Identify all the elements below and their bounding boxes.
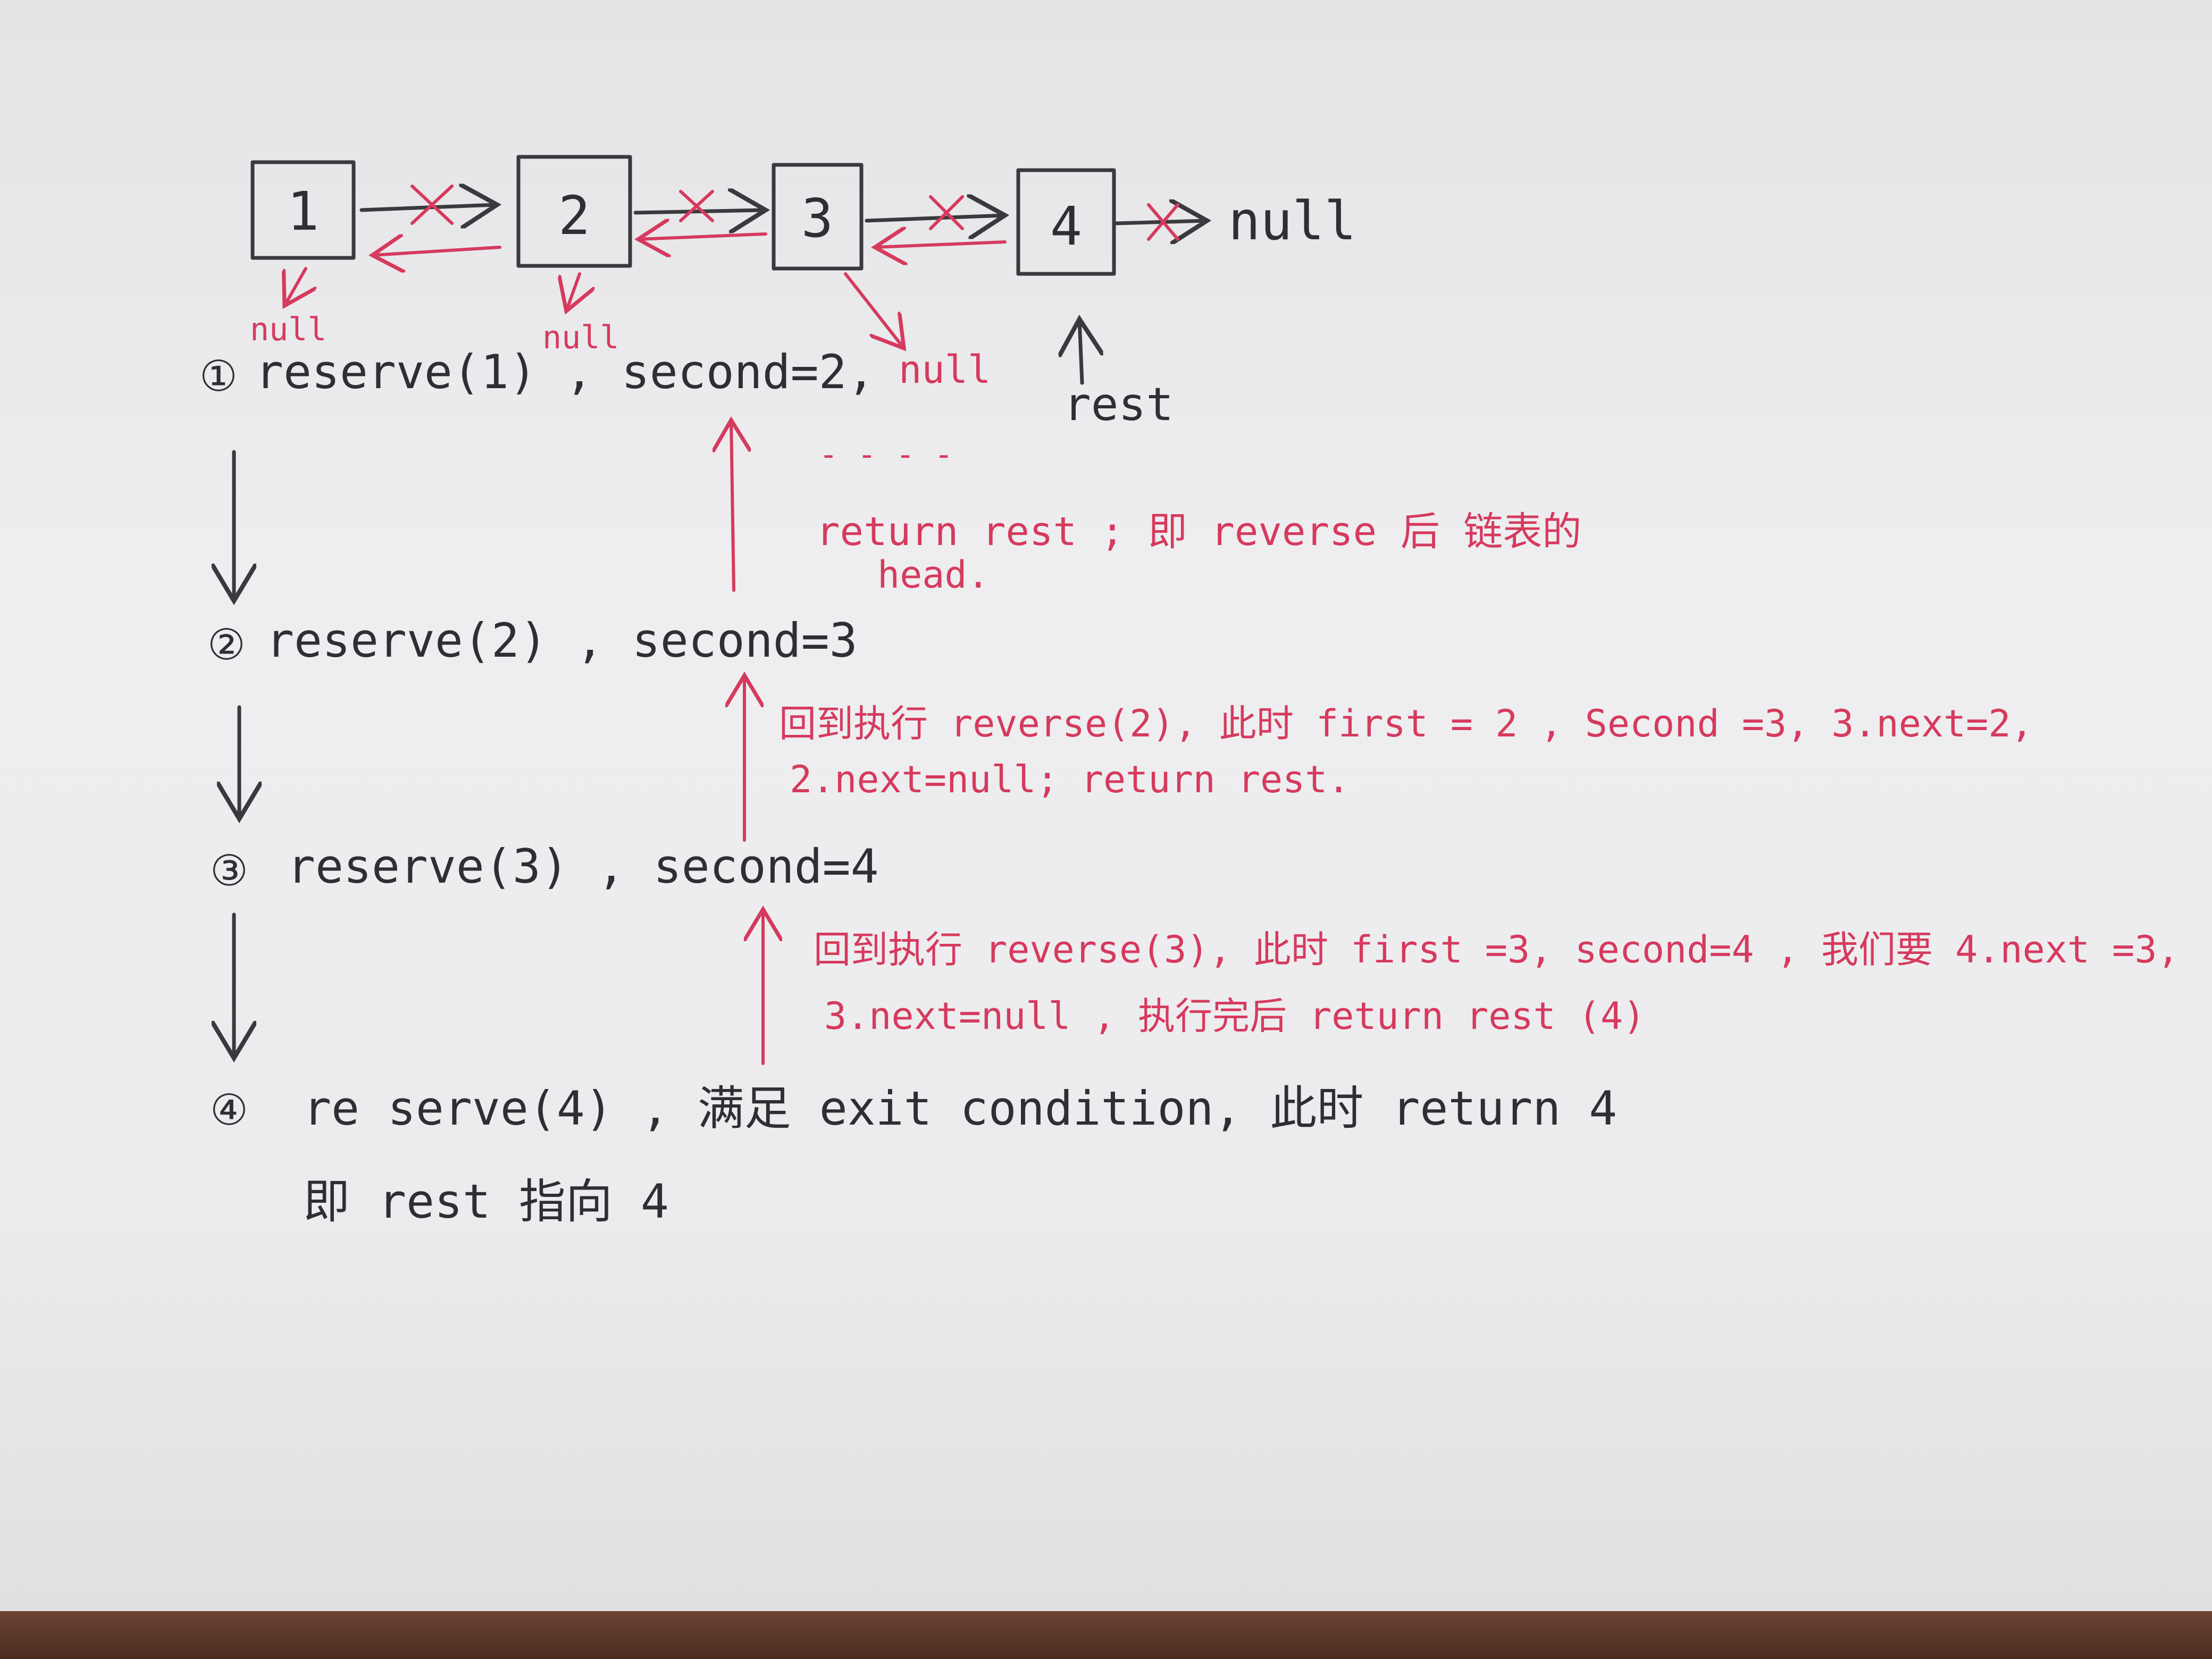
return-arrow-to-step-1	[731, 420, 734, 592]
node-2-null-arrow	[566, 272, 580, 311]
list-node-3: 3	[772, 163, 864, 271]
step-1: ① reserve(1) , second=2,	[199, 345, 875, 401]
table-edge	[0, 1611, 2212, 1659]
rest-pointer-arrow	[1079, 319, 1082, 385]
node-1-null-arrow	[284, 267, 306, 306]
node-4-label: 4	[1050, 195, 1082, 257]
backward-arrow-2-1	[372, 247, 501, 255]
node-1-label: 1	[287, 180, 319, 242]
node-1-null-label: null	[250, 311, 327, 348]
list-node-4: 4	[1016, 168, 1116, 276]
step-4: ④ re serve(4) , 满足 exit condition, 此时 re…	[210, 1081, 1617, 1136]
forward-arrow-4-null	[1115, 205, 1207, 239]
node-3-null-arrow	[844, 272, 904, 348]
node-2-label: 2	[558, 185, 590, 247]
step-1-marker: ①	[199, 351, 238, 401]
node-3-null-label: null	[899, 347, 991, 392]
step-2: ② reserve(2) , second=3	[207, 613, 858, 669]
rest-pointer-label: rest	[1063, 378, 1174, 431]
note-2-line-2: 2.next=null; return rest.	[790, 758, 1350, 801]
backward-arrow-4-3	[875, 242, 1007, 247]
tail-null-label: null	[1228, 190, 1356, 252]
step-3: ③ reserve(3) , second=4	[210, 839, 879, 895]
step-2-text: reserve(2) , second=3	[266, 613, 858, 668]
forward-arrow-2-3	[633, 191, 766, 221]
backward-arrow-3-2	[638, 234, 767, 239]
forward-arrow-1-2	[359, 186, 497, 223]
note-3-line-1: 回到执行 reverse(3), 此时 first =3, second=4 ,…	[814, 928, 2180, 971]
node-2-null-label: null	[542, 319, 619, 356]
note-1-line-2: head.	[877, 553, 990, 597]
step-1-text: reserve(1) , second=2,	[255, 345, 875, 399]
note-1-line-1: return rest ; 即 reverse 后 链表的	[816, 509, 1581, 555]
note-3-line-2: 3.next=null , 执行完后 return rest (4)	[824, 994, 1645, 1038]
node-3-label: 3	[801, 187, 833, 249]
note-2-line-1: 回到执行 reverse(2), 此时 first = 2 , Second =…	[779, 702, 2033, 745]
step-4-text: re serve(4) , 满足 exit condition, 此时 retu…	[303, 1081, 1617, 1136]
forward-arrow-3-4	[865, 197, 1005, 229]
step-3-marker: ③	[210, 846, 248, 895]
list-node-2: 2	[516, 155, 632, 268]
step-4-marker: ④	[210, 1085, 248, 1135]
step-2-marker: ②	[207, 620, 246, 669]
list-node-1: 1	[250, 160, 356, 260]
step-4-line-2: 即 rest 指向 4	[303, 1174, 669, 1229]
step-3-text: reserve(3) , second=4	[287, 839, 879, 894]
note-1-dashes: - - - -	[819, 436, 953, 473]
